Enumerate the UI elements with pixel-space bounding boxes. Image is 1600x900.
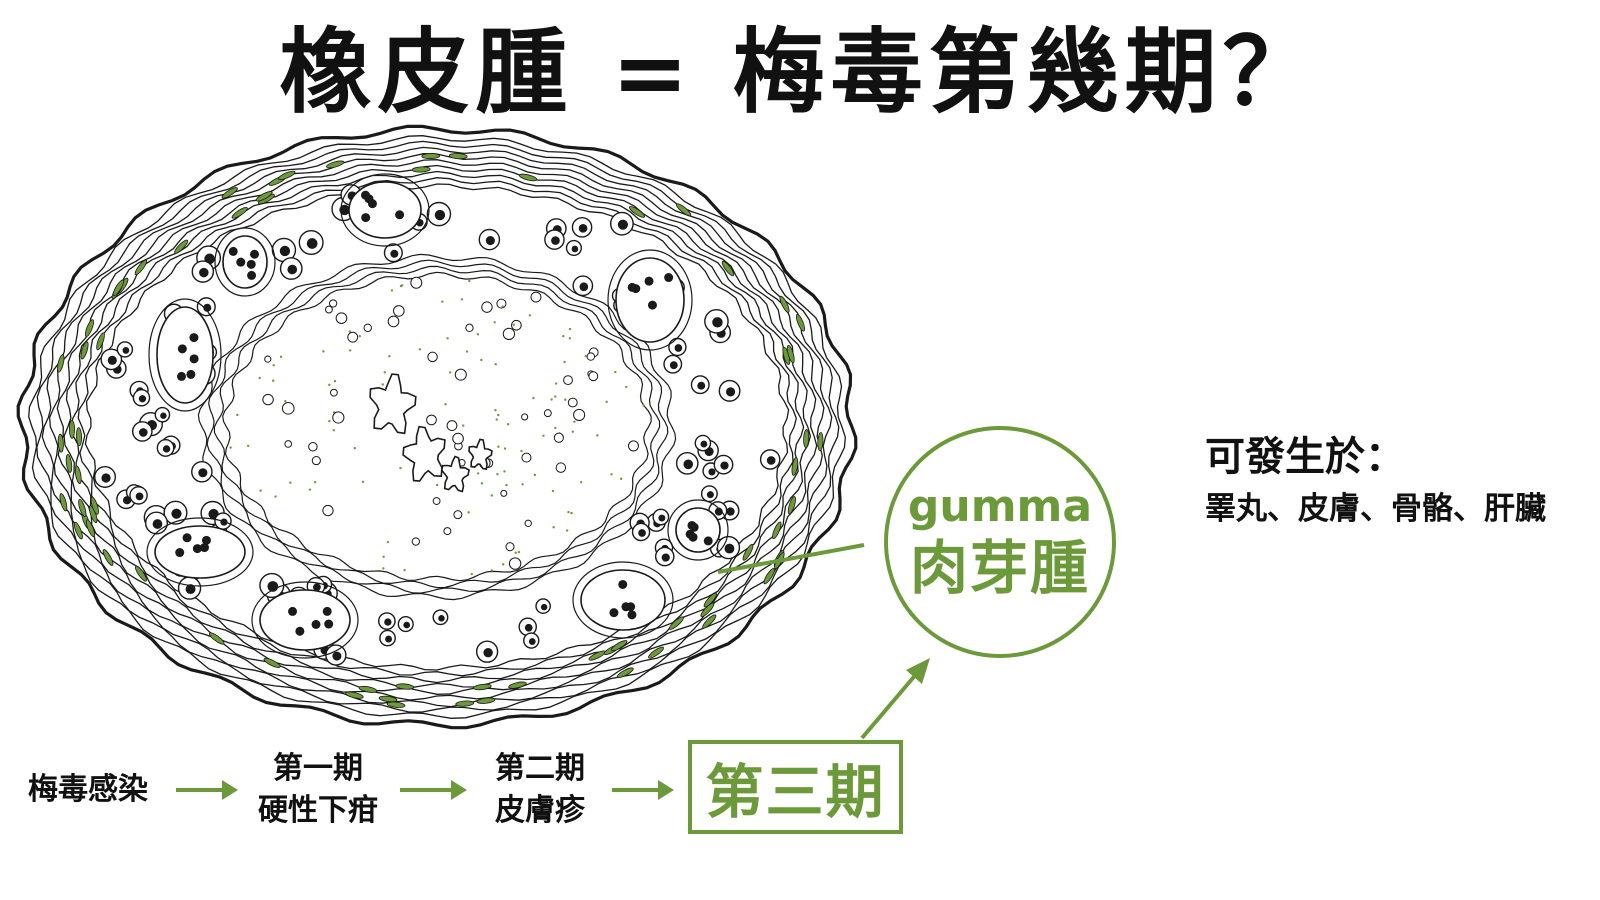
step-infection-label: 梅毒感染 [28,772,148,807]
step-primary-desc: 硬性下疳 [258,793,378,828]
pointer-arrow-shaft [860,670,920,740]
step-infection: 梅毒感染 [28,770,148,810]
callout-leader-line [717,543,865,574]
step-secondary: 第二期 皮膚疹 [495,748,585,832]
connectors [176,543,930,800]
occurrence-heading: 可發生於： [1205,434,1405,480]
callout-chinese-term: 肉芽腫 [909,534,1090,602]
step-secondary-label: 第二期 [495,751,585,786]
callout-english-term: gumma [907,481,1093,532]
right-arrow-icon [400,780,467,800]
occurrence-list: 睪丸、皮膚、骨骼、肝臟 [1205,491,1546,527]
page-title: 橡皮腫 = 梅毒第幾期？ [279,19,1321,126]
step-primary: 第一期 硬性下疳 [258,748,378,832]
step-tertiary-box: 第三期 [688,740,903,834]
step-secondary-desc: 皮膚疹 [495,793,585,828]
occurrence-sites: 可發生於： 睪丸、皮膚、骨骼、肝臟 [1205,430,1546,534]
step-primary-label: 第一期 [273,751,363,786]
gumma-callout-circle: gumma 肉芽腫 [884,426,1116,658]
gumma-tissue-drawing [16,124,858,730]
right-arrow-icon [612,780,674,800]
pointer-arrow-icon [906,658,930,684]
right-arrow-icon [176,780,238,800]
